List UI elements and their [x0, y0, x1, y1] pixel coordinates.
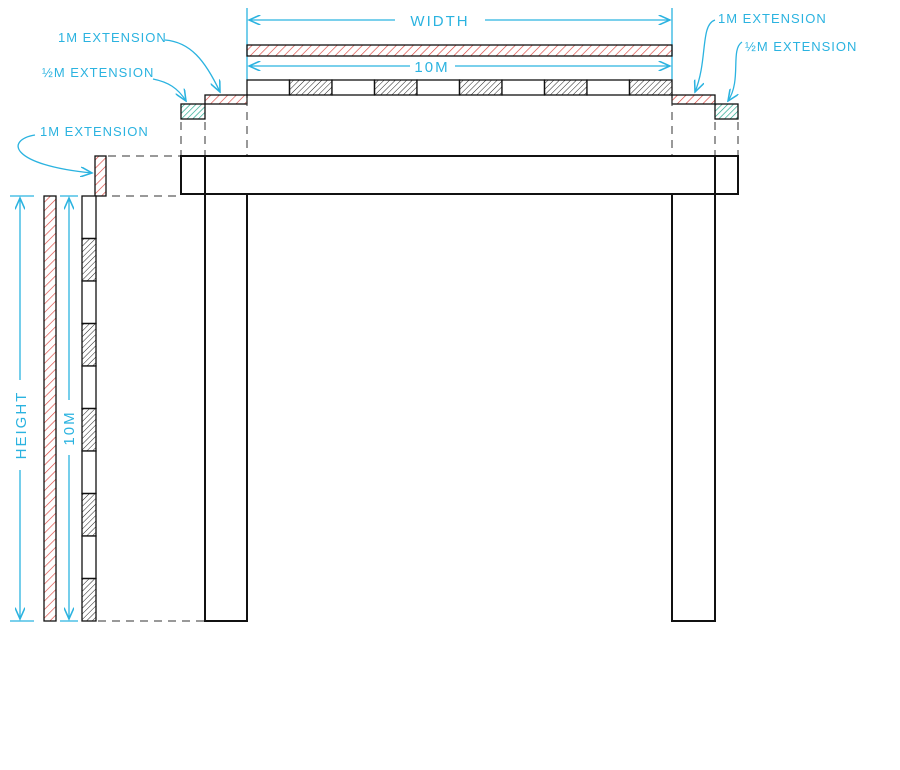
right-half-m-extension [714, 103, 739, 120]
vertical-segment [81, 577, 97, 622]
left-1m-extension [204, 94, 248, 105]
horizontal-10m-segments [246, 79, 673, 96]
annotation-top-right-1m: 1M EXTENSION [695, 11, 827, 92]
horizontal-segment [586, 79, 631, 96]
frame [180, 155, 739, 622]
vertical-segment [81, 237, 97, 282]
horizontal-segment [501, 79, 546, 96]
horizontal-segment [331, 79, 376, 96]
vertical-segment [81, 450, 97, 495]
right-post [671, 193, 716, 622]
vertical-segment [81, 407, 97, 452]
horizontal-segment [458, 79, 503, 96]
label-top-left-half: ½M EXTENSION [42, 65, 154, 80]
width-length-dimension: 10M [249, 59, 670, 76]
annotation-side-1m: 1M EXTENSION [17, 124, 149, 173]
horizontal-segment [416, 79, 461, 96]
label-side-1m: 1M EXTENSION [40, 124, 149, 139]
annotation-top-right-half: ½M EXTENSION [728, 39, 857, 101]
vertical-segment [81, 195, 97, 240]
vertical-segment [81, 535, 97, 580]
horizontal-segment [288, 79, 333, 96]
horizontal-segment [543, 79, 588, 96]
side-1m-extension [94, 155, 107, 197]
height-extension-bar [43, 195, 57, 622]
width-length-label: 10M [414, 59, 449, 76]
height-dimension: HEIGHT 10M [10, 195, 78, 622]
vertical-segment [81, 365, 97, 410]
width-dimension: WIDTH [246, 8, 673, 80]
vertical-segment [81, 322, 97, 367]
right-1m-extension [671, 94, 716, 105]
projection-lines [98, 98, 739, 622]
annotation-top-left-1m: 1M EXTENSION [58, 30, 220, 92]
horizontal-segment [373, 79, 418, 96]
horizontal-segment [628, 79, 673, 96]
label-top-right-half: ½M EXTENSION [745, 39, 857, 54]
left-half-m-extension [180, 103, 206, 120]
height-label: HEIGHT [13, 391, 30, 460]
height-length-label: 10M [61, 410, 78, 445]
vertical-segment [81, 492, 97, 537]
vertical-10m-segments [81, 195, 97, 622]
horizontal-segment [246, 79, 291, 96]
width-extension-bar [246, 44, 673, 57]
top-beam [180, 155, 739, 195]
width-label: WIDTH [410, 13, 469, 30]
label-top-right-1m: 1M EXTENSION [718, 11, 827, 26]
left-post [204, 193, 248, 622]
vertical-segment [81, 280, 97, 325]
label-top-left-1m: 1M EXTENSION [58, 30, 167, 45]
annotation-top-left-half: ½M EXTENSION [42, 65, 186, 101]
